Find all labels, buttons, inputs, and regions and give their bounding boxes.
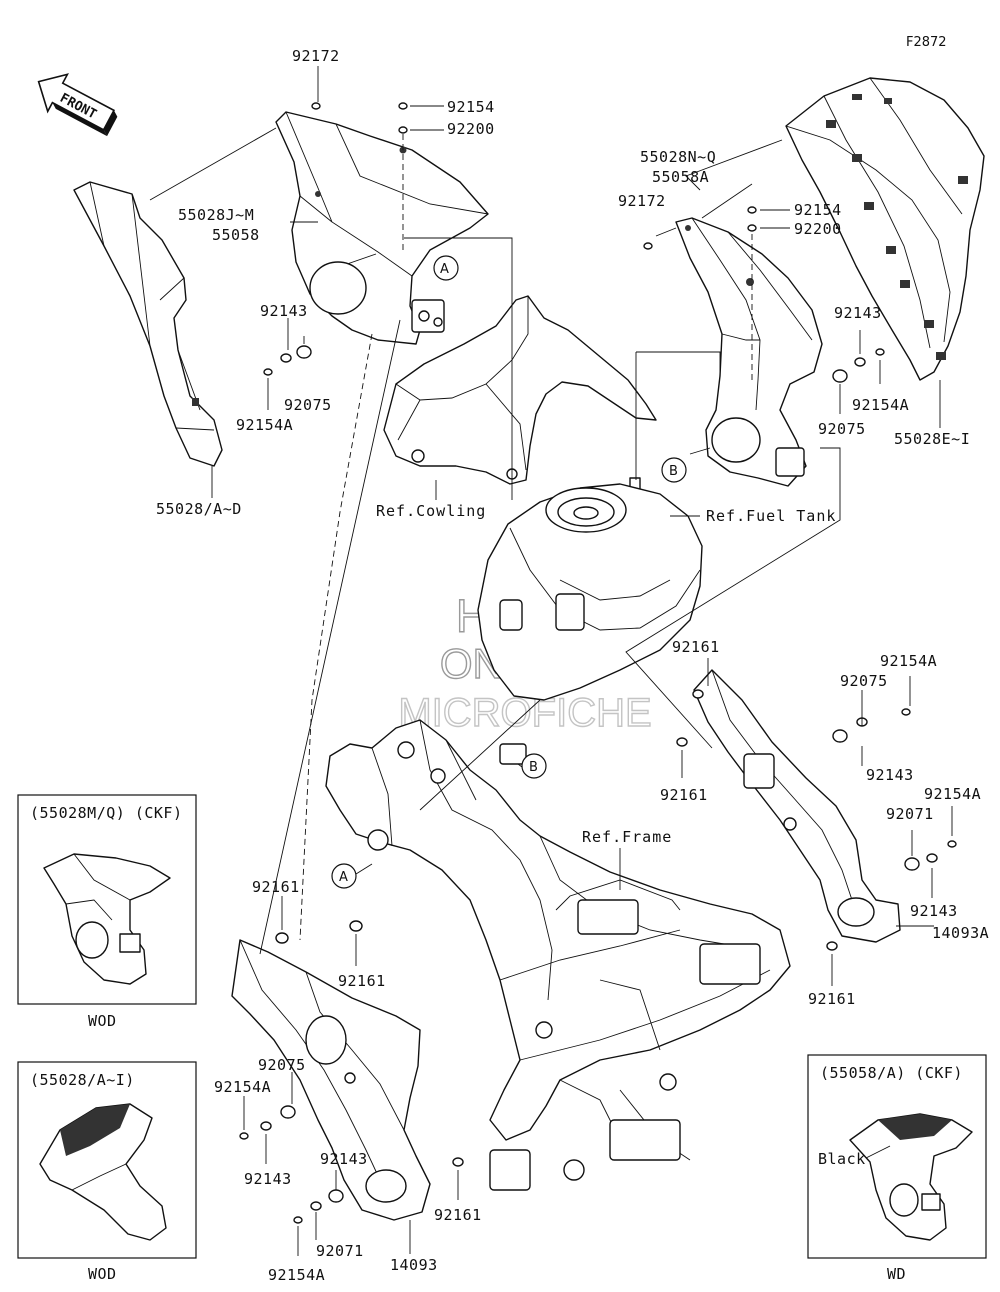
fuel-tank-part — [477, 483, 703, 701]
inset-55028ai: (55028/A~I) WOD — [17, 1061, 197, 1283]
label-92172-left: 92172 — [292, 47, 340, 65]
inner-panel-lower-right-part — [693, 669, 901, 943]
inset-55028ai-caption: WOD — [88, 1265, 117, 1283]
callout-a-upper-label: A — [440, 262, 449, 277]
label-92143-upright: 92143 — [834, 304, 882, 322]
label-92071-low: 92071 — [316, 1242, 364, 1260]
front-arrow-icon: FRONT — [37, 73, 118, 137]
figure-code: F2872 — [906, 35, 947, 50]
label-92161-rmid: 92161 — [660, 786, 708, 804]
label-55058: 55058 — [212, 226, 260, 244]
label-92161-rbot: 92161 — [808, 990, 856, 1008]
label-92200-right: 92200 — [794, 220, 842, 238]
label-92154a-low: 92154A — [214, 1078, 271, 1096]
label-92143-upleft: 92143 — [260, 302, 308, 320]
callout-b-upper: B — [661, 457, 687, 483]
label-92154-top: 92154 — [447, 98, 495, 116]
label-55028jm: 55028J~M — [178, 206, 254, 224]
label-92071-r: 92071 — [886, 805, 934, 823]
inset-55028mq-title: (55028M/Q) (CKF) — [30, 804, 183, 822]
label-92161-left: 92161 — [252, 878, 300, 896]
callout-a-lower: A — [331, 863, 357, 889]
outer-panel-upper-right-part — [785, 77, 985, 381]
inner-panel-upper-left-part — [275, 111, 489, 345]
callout-a-lower-label: A — [339, 870, 348, 885]
leader-lines — [149, 66, 953, 1256]
inset-55058a-title: (55058/A) (CKF) — [820, 1064, 963, 1082]
label-92161-rtop: 92161 — [672, 638, 720, 656]
label-92154a-upright: 92154A — [852, 396, 909, 414]
label-92161-low: 92161 — [434, 1206, 482, 1224]
label-55028ei: 55028E~I — [894, 430, 970, 448]
label-92075-rmid: 92075 — [840, 672, 888, 690]
label-92200-top: 92200 — [447, 120, 495, 138]
callout-b-lower: B — [521, 753, 547, 779]
label-55028ad: 55028/A~D — [156, 500, 242, 518]
inset-55028ai-title: (55028/A~I) — [30, 1071, 135, 1089]
label-92075-upleft: 92075 — [284, 396, 332, 414]
label-92154a-lowb: 92154A — [268, 1266, 325, 1284]
label-14093a: 14093A — [932, 924, 989, 942]
side-panel-left-part — [73, 181, 223, 467]
inset-55028mq-caption: WOD — [88, 1012, 117, 1030]
ref-cowling-label: Ref.Cowling — [376, 502, 486, 520]
label-92154a-upleft: 92154A — [236, 416, 293, 434]
label-92075-upright: 92075 — [818, 420, 866, 438]
label-92154a-rlow: 92154A — [924, 785, 981, 803]
part-labels: 92172 92154 92200 55028J~M 55058 92143 9… — [156, 47, 989, 1284]
label-92161-leftb: 92161 — [338, 972, 386, 990]
inset-55058a-note: Black — [818, 1150, 866, 1168]
label-92075-low: 92075 — [258, 1056, 306, 1074]
inner-panel-upper-right-part — [675, 217, 823, 487]
ref-fuel-tank-label: Ref.Fuel Tank — [706, 507, 836, 525]
callout-b-lower-label: B — [529, 760, 538, 775]
label-55058a: 55058A — [652, 168, 709, 186]
label-92154-right: 92154 — [794, 201, 842, 219]
fastener-parts — [239, 102, 957, 1224]
label-92172-right: 92172 — [618, 192, 666, 210]
inset-55058a: (55058/A) (CKF) Black WD — [807, 1054, 987, 1283]
label-92143-rmid: 92143 — [866, 766, 914, 784]
label-14093: 14093 — [390, 1256, 438, 1274]
label-92143-rlow: 92143 — [910, 902, 958, 920]
callout-b-upper-label: B — [669, 464, 678, 479]
label-55028nq: 55028N~Q — [640, 148, 716, 166]
label-92154a-rmid: 92154A — [880, 652, 937, 670]
label-92143-low2: 92143 — [244, 1170, 292, 1188]
inset-55058a-caption: WD — [887, 1265, 906, 1283]
ref-frame-label: Ref.Frame — [582, 828, 672, 846]
inner-panel-lower-left-part — [231, 939, 431, 1221]
label-92143-low: 92143 — [320, 1150, 368, 1168]
callout-a-upper: A — [433, 255, 459, 281]
inset-55028mq: (55028M/Q) (CKF) WOD — [17, 794, 197, 1030]
frame-part — [325, 719, 791, 1191]
